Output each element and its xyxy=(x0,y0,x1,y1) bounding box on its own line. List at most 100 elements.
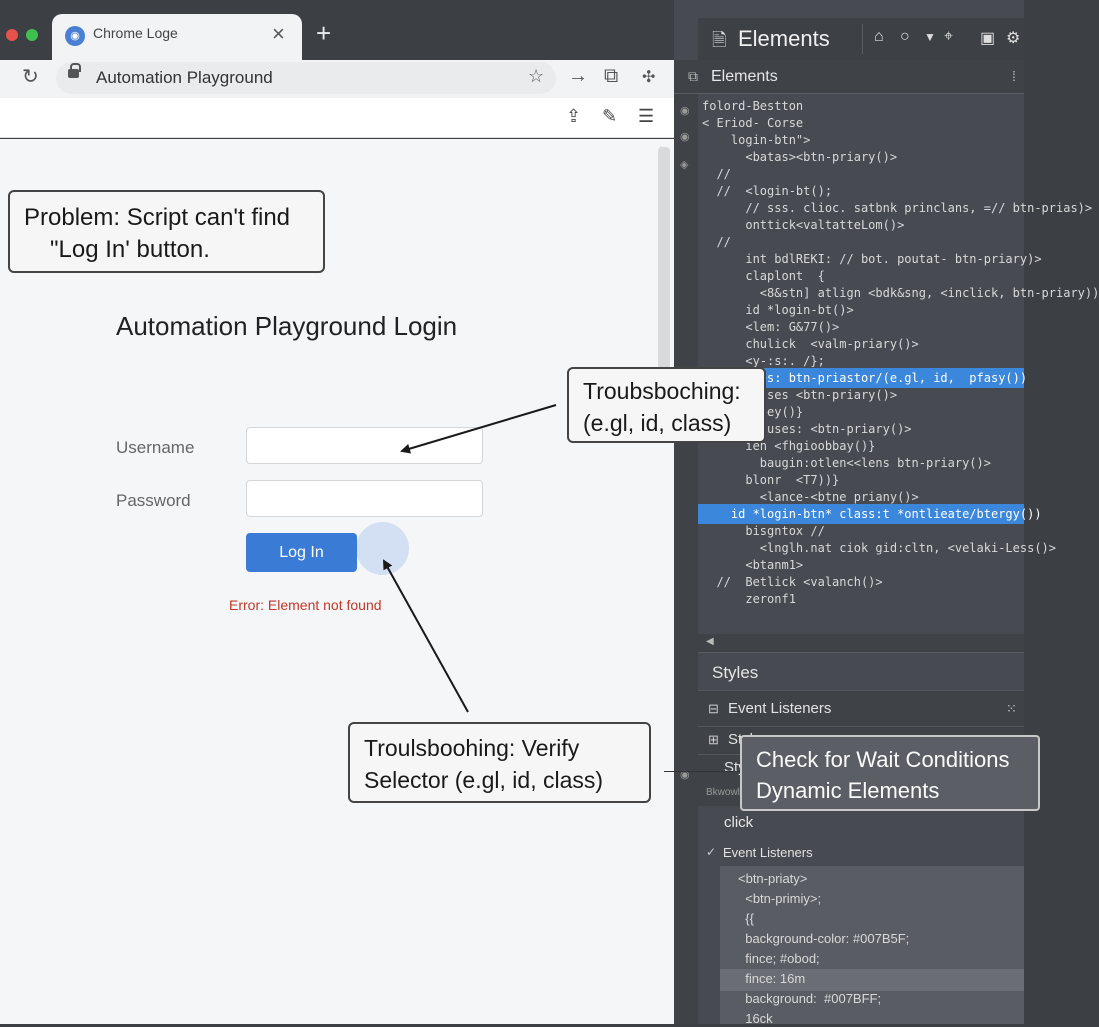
dom-highlight-row[interactable] xyxy=(698,368,1024,388)
css-rule-line[interactable]: 16ck xyxy=(738,1011,773,1026)
dom-node-line[interactable]: blonr <T7))} xyxy=(702,473,840,487)
page-scrollbar[interactable] xyxy=(658,147,670,377)
dom-highlight-row[interactable] xyxy=(698,504,1024,524)
dom-node-line[interactable]: zeronf1 xyxy=(702,592,796,606)
event-listeners-label: Event Listeners xyxy=(728,700,832,717)
forward-arrow-icon[interactable]: → xyxy=(568,65,588,87)
css-rule-line[interactable]: <btn-priaty> xyxy=(738,871,808,886)
edit-icon[interactable]: ✎ xyxy=(602,106,618,126)
expand-icon: ⊟ xyxy=(708,701,719,716)
new-tab-icon[interactable]: + xyxy=(316,18,332,48)
event-listeners-label-2: Event Listeners xyxy=(723,845,813,860)
dom-node-line[interactable]: <y-:s:. /}; xyxy=(702,354,825,368)
event-listeners-row-2[interactable]: ✓ Event Listeners xyxy=(698,842,1024,866)
css-rule-line[interactable]: {{ xyxy=(738,911,754,926)
pin-icon[interactable]: ⌖ xyxy=(944,28,954,45)
scroll-left-icon[interactable]: ◀ xyxy=(706,636,714,647)
error-message: Error: Element not found xyxy=(229,597,382,613)
password-label: Password xyxy=(116,491,191,510)
gutter-arrow-icon: ◈ xyxy=(680,159,689,171)
dom-node-line[interactable]: bisgntox // xyxy=(702,524,825,538)
dom-node-line[interactable]: // <login-bt(); xyxy=(702,184,833,198)
dom-node-line[interactable]: int bdlREKI: // bot. poutat- btn-priary)… xyxy=(702,252,1042,266)
address-url: Automation Playground xyxy=(96,68,273,87)
dom-node-line[interactable]: <lnglh.nat ciok gid:cltn, <velaki-Less()… xyxy=(702,541,1057,555)
troubleshoot-callout-2: Troulsboohing: Verify Selector (e.gl, id… xyxy=(348,722,651,803)
styles-header-title[interactable]: Styles xyxy=(712,663,759,682)
share-icon[interactable]: ⇪ xyxy=(566,106,582,126)
css-rule-line[interactable]: fince: 16m xyxy=(738,971,806,986)
problem-line-1: Problem: Script can't find xyxy=(24,204,291,231)
dom-node-line[interactable]: <batas><btn-priary()> xyxy=(702,150,898,164)
dom-node-line[interactable]: <lance-<btne priany()> xyxy=(702,490,919,504)
browser-toolbar: ↻ Automation Playground ☆ → ⧉ ✣ xyxy=(0,60,674,98)
close-tab-icon[interactable]: × xyxy=(272,21,285,46)
troubleshoot-2-line-1: Troulsboohing: Verify xyxy=(364,735,580,761)
wait-line-2: Dynamic Elements xyxy=(756,778,940,803)
elements-subheader-title: Elements xyxy=(711,68,778,85)
browser-tab[interactable]: ◉ Chrome Loge × xyxy=(52,14,302,60)
menu-list-icon[interactable]: ☰ xyxy=(638,106,655,126)
extensions-icon[interactable]: ✣ xyxy=(642,69,656,86)
login-button[interactable]: Log In xyxy=(246,533,357,572)
globe-icon: ◉ xyxy=(65,26,85,46)
dom-node-line[interactable]: folord-Bestton xyxy=(702,99,804,113)
devtools-panel: 🗎 Elements ⌂ ○ ▼ ⌖ ▣ ⚙ ⧉ Elements ⁞ ◉ ◉ … xyxy=(674,0,1099,1024)
dom-node-line[interactable]: // xyxy=(702,167,731,181)
inspect-icon[interactable]: ⌂ xyxy=(874,28,884,45)
screenshot-icon[interactable]: ⧉ xyxy=(604,65,619,87)
css-rule-line[interactable]: background-color: #007B5F; xyxy=(738,931,910,946)
dom-node-line[interactable]: // Betlick <valanch()> xyxy=(702,575,883,589)
dom-node-line[interactable]: // sss. clioc. satbnk princlans, =// btn… xyxy=(702,201,1093,215)
dom-node-line[interactable]: < Eriod- Corse xyxy=(702,116,804,130)
username-input[interactable] xyxy=(246,427,483,464)
page-action-bar: ⇪ ✎ ☰ xyxy=(0,98,674,138)
problem-callout: Problem: Script can't find "Log In' butt… xyxy=(8,190,325,273)
dom-node-line[interactable]: login-btn"> xyxy=(702,133,811,147)
css-rule-line[interactable]: <btn-primiy>; xyxy=(738,891,822,906)
reload-icon[interactable]: ↻ xyxy=(22,66,39,88)
page-viewport xyxy=(0,139,674,1024)
styles-header: Styles xyxy=(698,652,1024,690)
maximize-window-dot[interactable] xyxy=(26,29,38,41)
bookmark-star-icon[interactable]: ☆ xyxy=(528,66,545,86)
close-window-dot[interactable] xyxy=(6,29,18,41)
gutter-dot-icon: ◉ xyxy=(680,105,690,117)
dom-node-line[interactable]: chulick <valm-priary()> xyxy=(702,337,919,351)
dom-node-line[interactable]: onttick<valtatteLom()> xyxy=(702,218,905,232)
css-rule-line[interactable]: fince; #obod; xyxy=(738,951,820,966)
dom-tree[interactable]: folord-Bestton < Eriod- Corse login-btn">… xyxy=(698,94,1099,634)
dom-node-line[interactable]: id *login-btn* class:t *ontlieate/btergy… xyxy=(702,507,1042,521)
search-icon[interactable]: ○ xyxy=(900,28,910,45)
gutter-dot-icon: ◉ xyxy=(680,769,690,781)
dom-node-line[interactable]: <btanm1> xyxy=(702,558,804,572)
expand-icon: ⊞ xyxy=(708,732,719,747)
css-highlight-row xyxy=(720,969,1024,991)
grid-icon: ⁙ xyxy=(1006,701,1017,716)
dom-node-line[interactable]: <8&stn] atlign <bdk&sng, <inclick, btn-p… xyxy=(702,286,1099,300)
dom-tree-scrollbar[interactable]: ◀ xyxy=(698,634,1024,652)
chevron-down-icon[interactable]: ▼ xyxy=(924,30,936,44)
gear-icon[interactable]: ⚙ xyxy=(1006,30,1021,47)
checkmark-icon: ✓ xyxy=(706,845,717,859)
address-bar[interactable]: Automation Playground ☆ xyxy=(56,62,556,94)
click-listener-label: click xyxy=(724,814,754,831)
tab-title: Chrome Loge xyxy=(93,25,178,41)
event-listeners-row[interactable]: ⊟ Event Listeners ⁙ xyxy=(698,690,1024,726)
dom-node-line[interactable]: // xyxy=(702,235,731,249)
more-icon[interactable]: ⁞ xyxy=(1012,68,1016,84)
page-title: Automation Playground Login xyxy=(116,311,458,341)
dom-node-line[interactable]: baugin:otlen<<lens btn-priary()> xyxy=(702,456,991,470)
click-listener-row[interactable]: click xyxy=(698,806,1024,842)
document-icon: 🗎 xyxy=(712,30,727,50)
css-rule-line[interactable]: background: #007BFF; xyxy=(738,991,882,1006)
dom-node-line[interactable]: id *login-bt()> xyxy=(702,303,854,317)
devtools-elements-tab[interactable]: Elements xyxy=(738,26,830,51)
elements-icon: ⧉ xyxy=(688,68,698,84)
problem-line-2: "Log In' button. xyxy=(50,236,210,263)
css-rules-block[interactable]: <btn-priaty> <btn-primiy>; {{ background… xyxy=(720,866,1024,1026)
device-icon[interactable]: ▣ xyxy=(980,30,996,47)
password-input[interactable] xyxy=(246,480,483,517)
dom-node-line[interactable]: <lem: G&77()> xyxy=(702,320,840,334)
dom-node-line[interactable]: claplont { xyxy=(702,269,825,283)
